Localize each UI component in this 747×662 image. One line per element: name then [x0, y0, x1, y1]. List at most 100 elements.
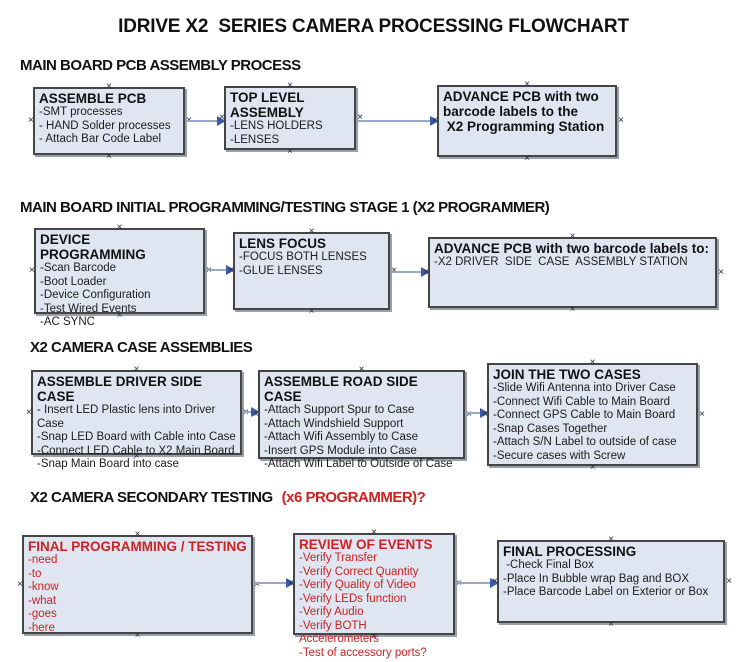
- connection-handle-icon: ×: [28, 115, 34, 126]
- box-final-processing: FINAL PROCESSING -Check Final Box -Place…: [492, 535, 732, 630]
- page-title: IDRIVE X2 SERIES CAMERA PROCESSING FLOWC…: [118, 16, 629, 37]
- box-item: -Test of accessory ports?: [299, 646, 427, 659]
- box-item: -Attach Support Spur to Case: [264, 404, 415, 416]
- flow-arrow: [457, 578, 499, 588]
- box-item: -AC SYNC: [40, 316, 95, 328]
- box-assemble-pcb: ASSEMBLE PCB -SMT processes - HAND Solde…: [28, 82, 192, 162]
- box-title: FINAL PROCESSING: [503, 544, 637, 559]
- connection-handle-icon: ×: [524, 153, 530, 164]
- connection-handle-icon: ×: [726, 575, 732, 587]
- connection-handle-icon: ×: [569, 304, 576, 315]
- connection-handle-icon: ×: [29, 265, 35, 276]
- connection-handle-icon: ×: [618, 115, 624, 126]
- box-item: -Verify Audio: [299, 606, 364, 618]
- box-item: -Check Final Box: [503, 559, 594, 571]
- box-item: -LENSES: [230, 133, 280, 146]
- box-item: -Secure cases with Screw: [493, 449, 626, 462]
- box-top-level-assembly: TOP LEVEL ASSEMBLY -LENS HOLDERS -LENSES…: [219, 81, 363, 157]
- connection-handle-icon: ×: [17, 578, 23, 590]
- section-header-secondary-testing: X2 CAMERA SECONDARY TESTING (x6 PROGRAMME…: [30, 489, 426, 506]
- box-title: DEVICE PROGRAMMING: [40, 232, 146, 262]
- section-header-red-text: (x6 PROGRAMMER)?: [281, 489, 426, 506]
- box-item: -here: [28, 621, 55, 634]
- box-item: -GLUE LENSES: [239, 264, 323, 277]
- box-device-programming: DEVICE PROGRAMMING -Scan Barcode -Boot L…: [29, 223, 212, 329]
- box-title: TOP LEVEL ASSEMBLY: [230, 90, 308, 120]
- box-item: - Attach Bar Code Label: [39, 133, 162, 145]
- box-item: -Attach Wifi Assembly to Case: [264, 431, 419, 443]
- box-item: -need: [28, 554, 58, 566]
- box-item: -Attach Windshield Support: [264, 417, 404, 430]
- box-join-the-two-cases: JOIN THE TWO CASES -Slide Wifi Antenna i…: [482, 358, 705, 473]
- connection-handle-icon: ×: [308, 306, 315, 317]
- box-item: -Place In Bubble wrap Bag and BOX: [503, 572, 690, 585]
- box-item: -goes: [28, 608, 57, 620]
- box-item: -Verify Correct Quantity: [299, 565, 419, 578]
- box-assemble-road-side-case: ASSEMBLE ROAD SIDE CASE -Attach Support …: [253, 365, 472, 471]
- box-item: -know: [28, 581, 59, 593]
- connection-handle-icon: ×: [718, 266, 724, 278]
- box-title: ASSEMBLE ROAD SIDE CASE: [264, 374, 422, 404]
- box-title: ASSEMBLE DRIVER SIDE CASE: [37, 374, 206, 404]
- connection-handle-icon: ×: [106, 151, 112, 162]
- box-item: -Attach Wifi Label to Outside of Case: [264, 458, 453, 470]
- box-title: JOIN THE TWO CASES: [493, 367, 641, 382]
- box-item: -Insert GPS Module into Case: [264, 444, 417, 457]
- box-title: ADVANCE PCB with two barcode labels to t…: [443, 89, 605, 134]
- box-item: -Verify LEDs function: [299, 592, 407, 605]
- flow-arrow: [244, 407, 260, 417]
- flow-arrow: [187, 116, 226, 126]
- box-advance-pcb-driver-side: ADVANCE PCB with two barcode labels to: …: [423, 232, 724, 315]
- box-item: -Verify Quality of Video: [299, 579, 416, 591]
- box-item: -Device Configuration: [40, 289, 151, 301]
- section-header-initial-programming: MAIN BOARD INITIAL PROGRAMMING/TESTING S…: [20, 199, 550, 216]
- connection-handle-icon: ×: [287, 146, 293, 157]
- box-item: -Snap Main Board into case: [37, 458, 179, 470]
- box-item: - Insert LED Plastic lens into Driver Ca…: [37, 404, 219, 430]
- box-item: -Attach S/N Label to outside of case: [493, 436, 677, 448]
- box-item: -Boot Loader: [40, 275, 107, 288]
- connection-handle-icon: ×: [589, 462, 596, 473]
- box-item: -Snap Cases Together: [493, 422, 608, 435]
- box-item: -Place Barcode Label on Exterior or Box: [503, 586, 709, 598]
- box-final-programming-testing: FINAL PROGRAMMING / TESTING -need -to -k…: [17, 530, 260, 641]
- box-item: -Connect Wifi Cable to Main Board: [493, 395, 671, 408]
- box-title: ASSEMBLE PCB: [39, 91, 147, 106]
- connection-handle-icon: ×: [254, 578, 260, 590]
- connection-handle-icon: ×: [206, 266, 212, 276]
- box-item: -LENS HOLDERS: [230, 120, 323, 132]
- box-title: ADVANCE PCB with two barcode labels to:: [434, 241, 710, 256]
- box-item: -X2 DRIVER SIDE CASE ASSEMBLY STATION: [434, 256, 688, 268]
- box-item: -Verify Transfer: [299, 552, 377, 564]
- box-item: -to: [28, 567, 42, 580]
- box-title: REVIEW OF EVENTS: [299, 537, 433, 552]
- box-title: FINAL PROGRAMMING / TESTING: [28, 539, 247, 554]
- flow-arrow: [467, 408, 489, 418]
- flow-arrow: [207, 265, 235, 275]
- box-item: -SMT processes: [39, 106, 123, 118]
- box-assemble-driver-side-case: ASSEMBLE DRIVER SIDE CASE - Insert LED P…: [26, 365, 249, 471]
- connection-handle-icon: ×: [699, 408, 705, 420]
- box-item: -Snap LED Board with Cable into Case: [37, 431, 236, 443]
- box-item: -Verify BOTH Accelerometers: [299, 619, 379, 646]
- flow-arrow: [358, 116, 439, 126]
- box-item: - HAND Solder processes: [39, 119, 171, 132]
- box-item: -what: [28, 594, 57, 607]
- box-item: -Scan Barcode: [40, 262, 117, 274]
- box-item: -Test Wired Events: [40, 302, 137, 315]
- flow-arrow: [392, 267, 430, 277]
- section-header-case-assemblies: X2 CAMERA CASE ASSEMBLIES: [30, 339, 253, 356]
- box-advance-pcb-programming-station: ADVANCE PCB with two barcode labels to t…: [432, 80, 624, 164]
- box-title: LENS FOCUS: [239, 236, 327, 251]
- connection-handle-icon: ×: [456, 579, 462, 589]
- section-header-text: X2 CAMERA SECONDARY TESTING: [30, 489, 273, 506]
- box-item: -FOCUS BOTH LENSES: [239, 251, 367, 263]
- flow-arrow: [255, 578, 295, 588]
- connection-handle-icon: ×: [466, 408, 472, 420]
- box-item: -Connect GPS Cable to Main Board: [493, 409, 676, 421]
- box-lens-focus: LENS FOCUS -FOCUS BOTH LENSES -GLUE LENS…: [228, 227, 397, 317]
- box-item: -Connect LED Cable to X2 Main Board: [37, 444, 235, 457]
- section-header-pcb-assembly: MAIN BOARD PCB ASSEMBLY PROCESS: [20, 57, 301, 74]
- connection-handle-icon: ×: [608, 619, 614, 630]
